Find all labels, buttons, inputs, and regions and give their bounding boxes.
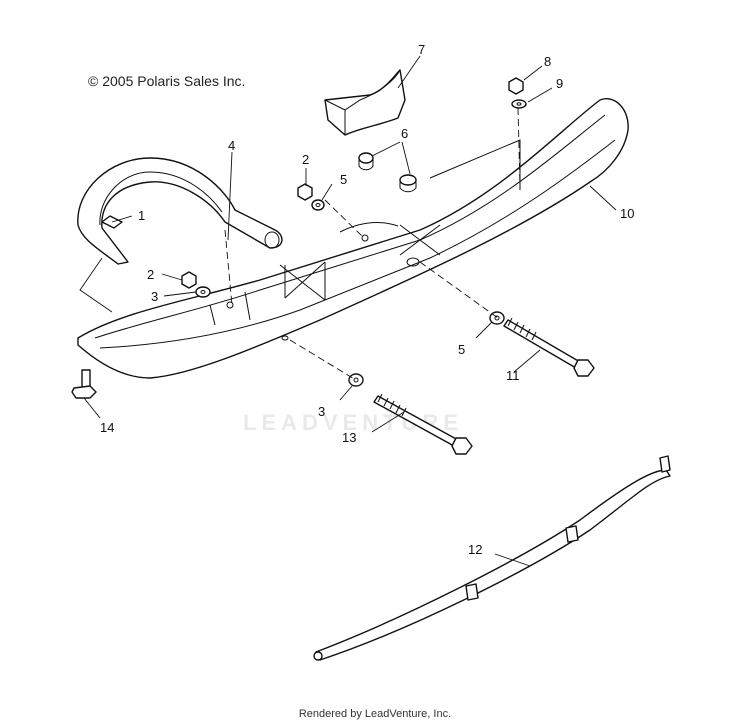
bushing-top <box>358 152 374 171</box>
callout-11: 11 <box>506 368 520 383</box>
callout-2-top: 2 <box>302 152 309 167</box>
callout-7: 7 <box>418 42 425 57</box>
leader-lines <box>83 55 617 567</box>
washer-left <box>195 286 211 298</box>
wear-bar <box>313 455 671 661</box>
callout-9: 9 <box>556 76 563 91</box>
rubber-bumper <box>324 69 406 136</box>
assembly-line-lower-bolt <box>289 339 357 381</box>
ski-body <box>77 98 629 379</box>
nut-rear <box>508 77 524 95</box>
callout-4: 4 <box>228 138 235 153</box>
copyright-notice: © 2005 Polaris Sales Inc. <box>88 73 246 89</box>
nut-top <box>297 183 313 201</box>
footer-credit: Rendered by LeadVenture, Inc. <box>298 708 452 720</box>
callout-5-top: 5 <box>340 172 347 187</box>
callout-13: 13 <box>342 430 356 445</box>
bolt-11 <box>503 317 595 377</box>
callout-5-right: 5 <box>458 342 465 357</box>
callout-12: 12 <box>468 542 482 557</box>
bolt-13 <box>373 393 473 455</box>
nut-left <box>181 271 197 289</box>
washer-rear <box>511 99 527 109</box>
ski-handle <box>77 157 283 265</box>
assembly-line-right-bolt <box>419 261 499 319</box>
callout-1: 1 <box>138 208 145 223</box>
assembly-line-handle <box>224 229 233 306</box>
bushing-bottom <box>399 174 417 193</box>
bolt-14 <box>71 369 97 399</box>
washer-top <box>311 199 325 211</box>
callout-10: 10 <box>620 206 634 221</box>
callout-3-left: 3 <box>151 289 158 304</box>
assembly-line-top-bolt <box>324 199 363 237</box>
callout-6: 6 <box>401 126 408 141</box>
assembly-line-rear <box>517 107 521 189</box>
bracket-line-left <box>79 257 113 313</box>
callout-3-lower: 3 <box>318 404 325 419</box>
callout-2-left: 2 <box>147 267 154 282</box>
callout-8: 8 <box>544 54 551 69</box>
callout-14: 14 <box>100 420 114 435</box>
